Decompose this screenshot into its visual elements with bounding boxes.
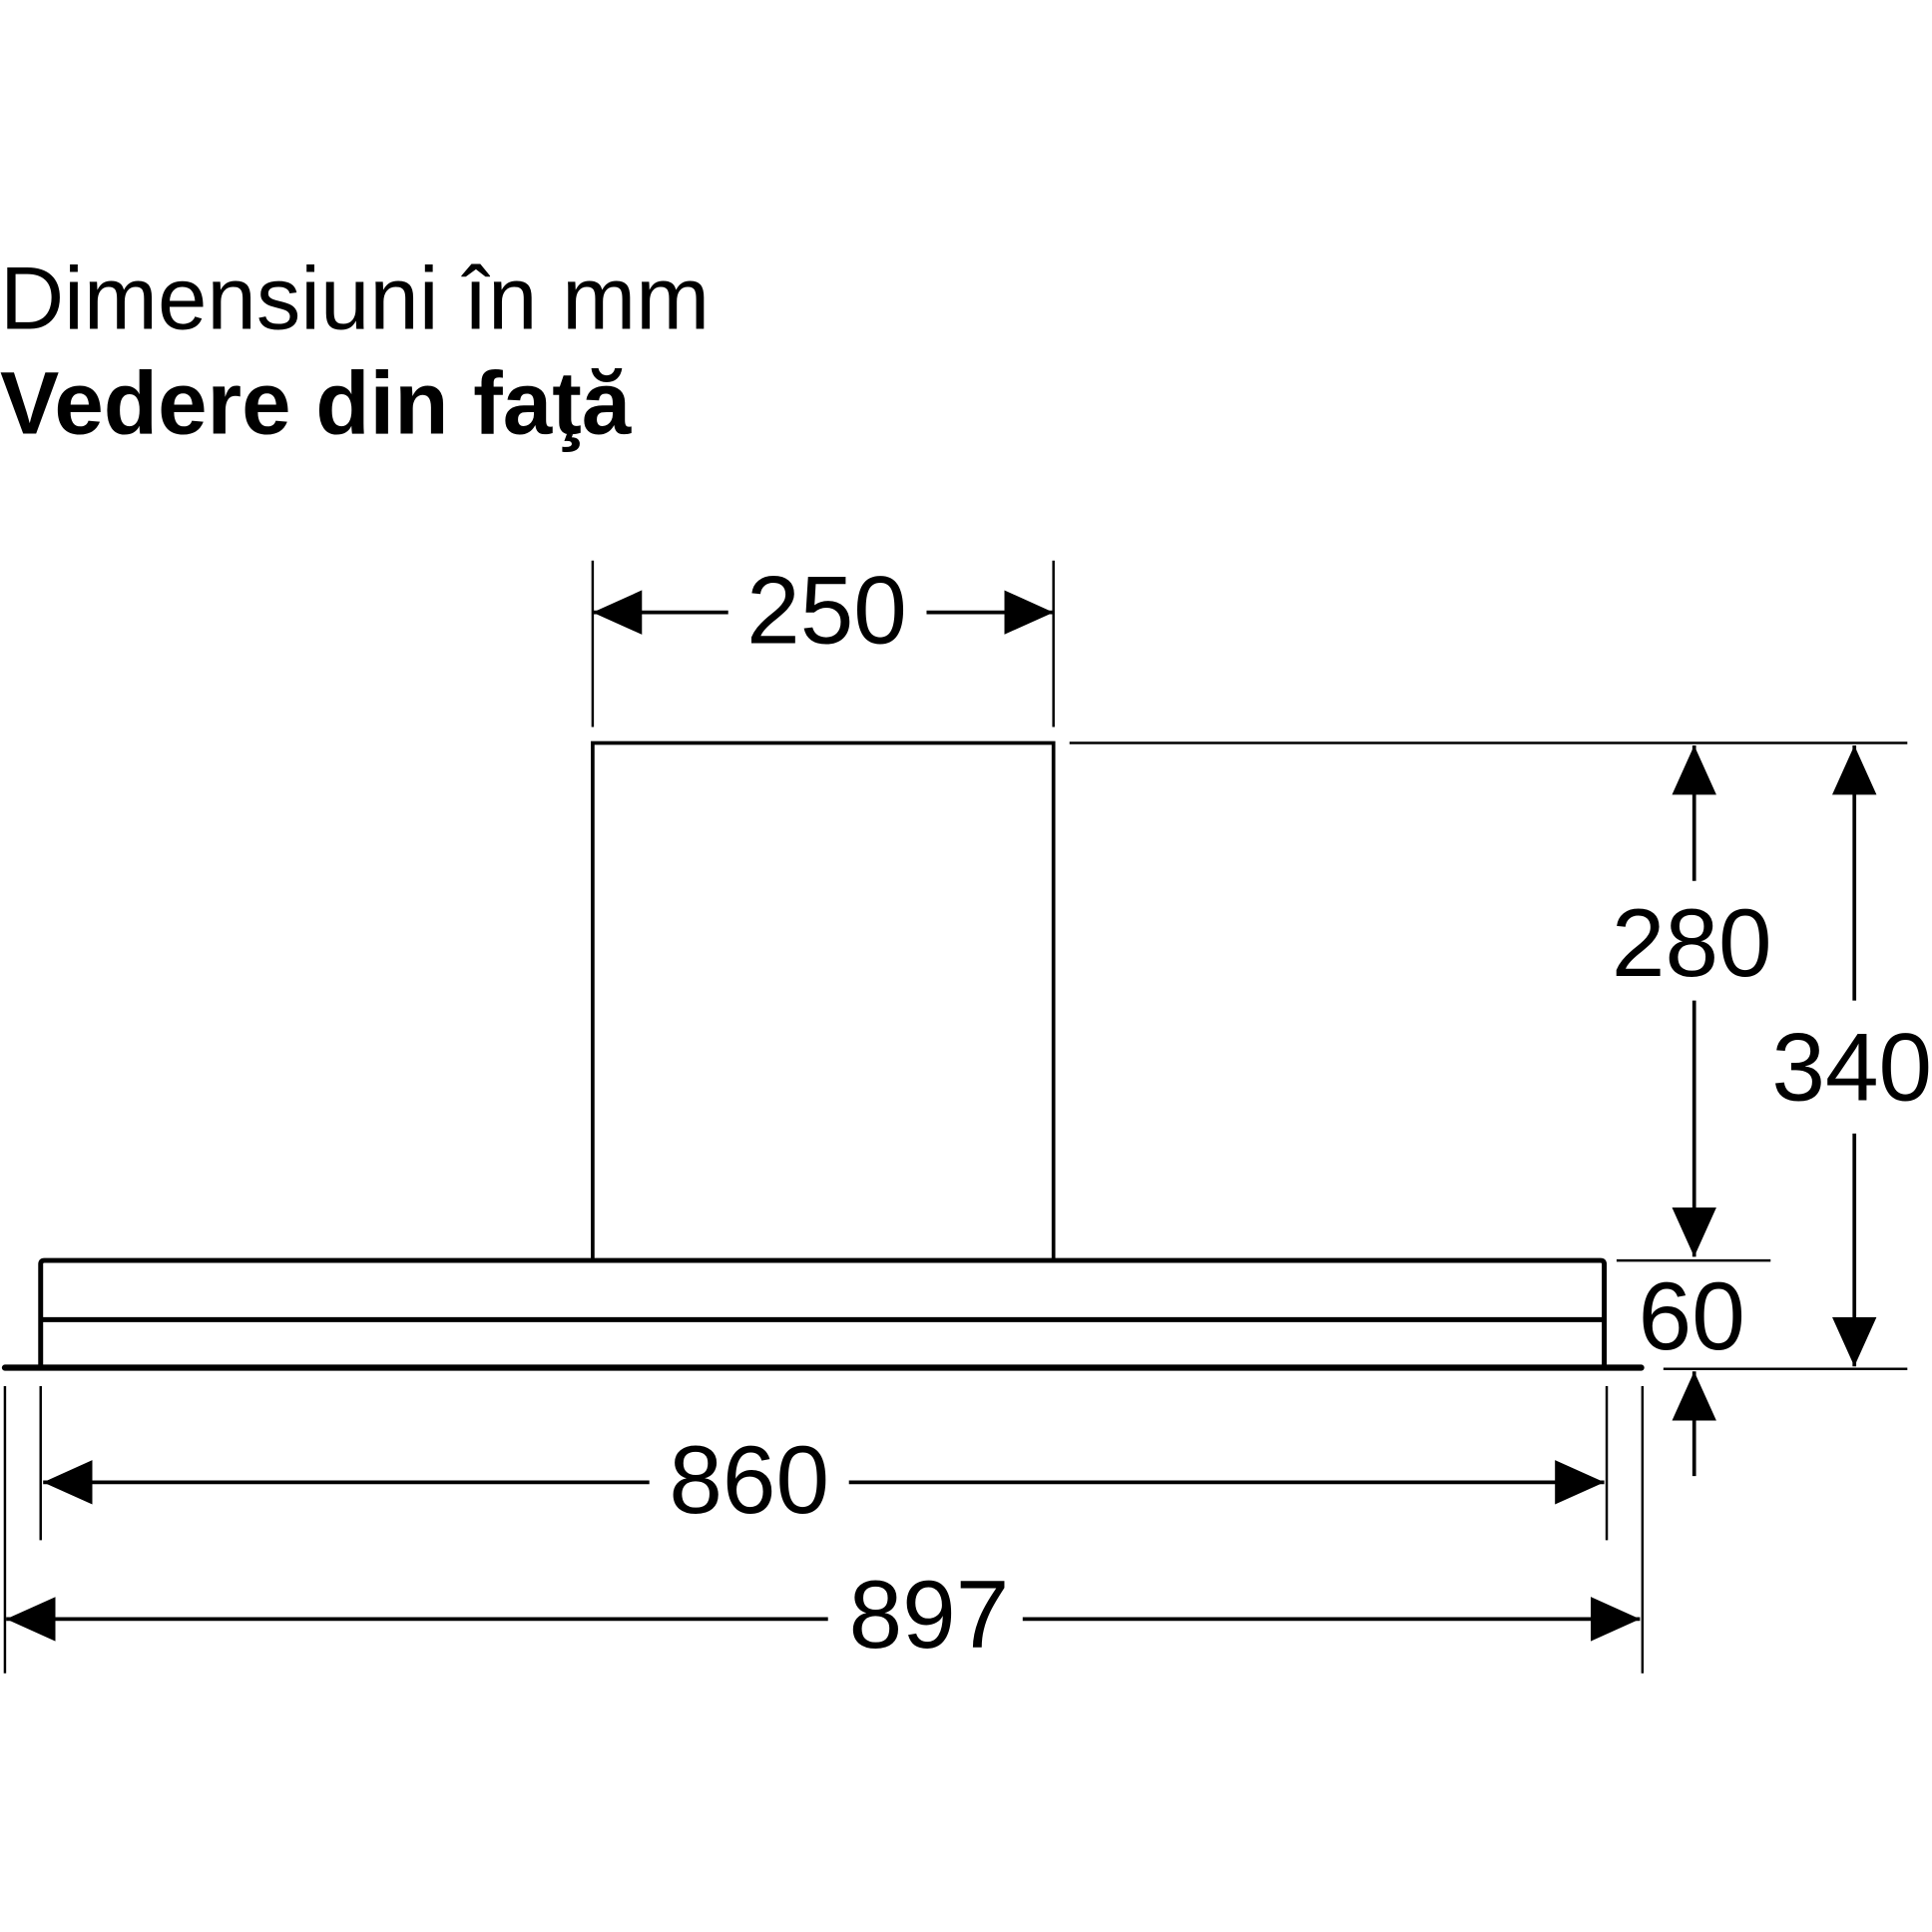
title: Dimensiuni în mm xyxy=(0,249,710,348)
dimension-arrows xyxy=(6,590,1877,1642)
dim-chimney-height: 280 xyxy=(1612,890,1772,997)
dim-chimney-width: 250 xyxy=(746,558,907,665)
extension-lines xyxy=(3,560,1908,1674)
hood-body xyxy=(38,1257,1608,1368)
dim-inner-width: 860 xyxy=(669,1427,829,1534)
hood-outline xyxy=(1,740,1645,1371)
dim-total-width: 897 xyxy=(849,1562,1010,1669)
chimney xyxy=(591,740,1056,1262)
dim-body-height: 60 xyxy=(1639,1263,1745,1370)
dim-total-height: 340 xyxy=(1771,1015,1932,1122)
subtitle: Vedere din faţă xyxy=(0,354,632,453)
